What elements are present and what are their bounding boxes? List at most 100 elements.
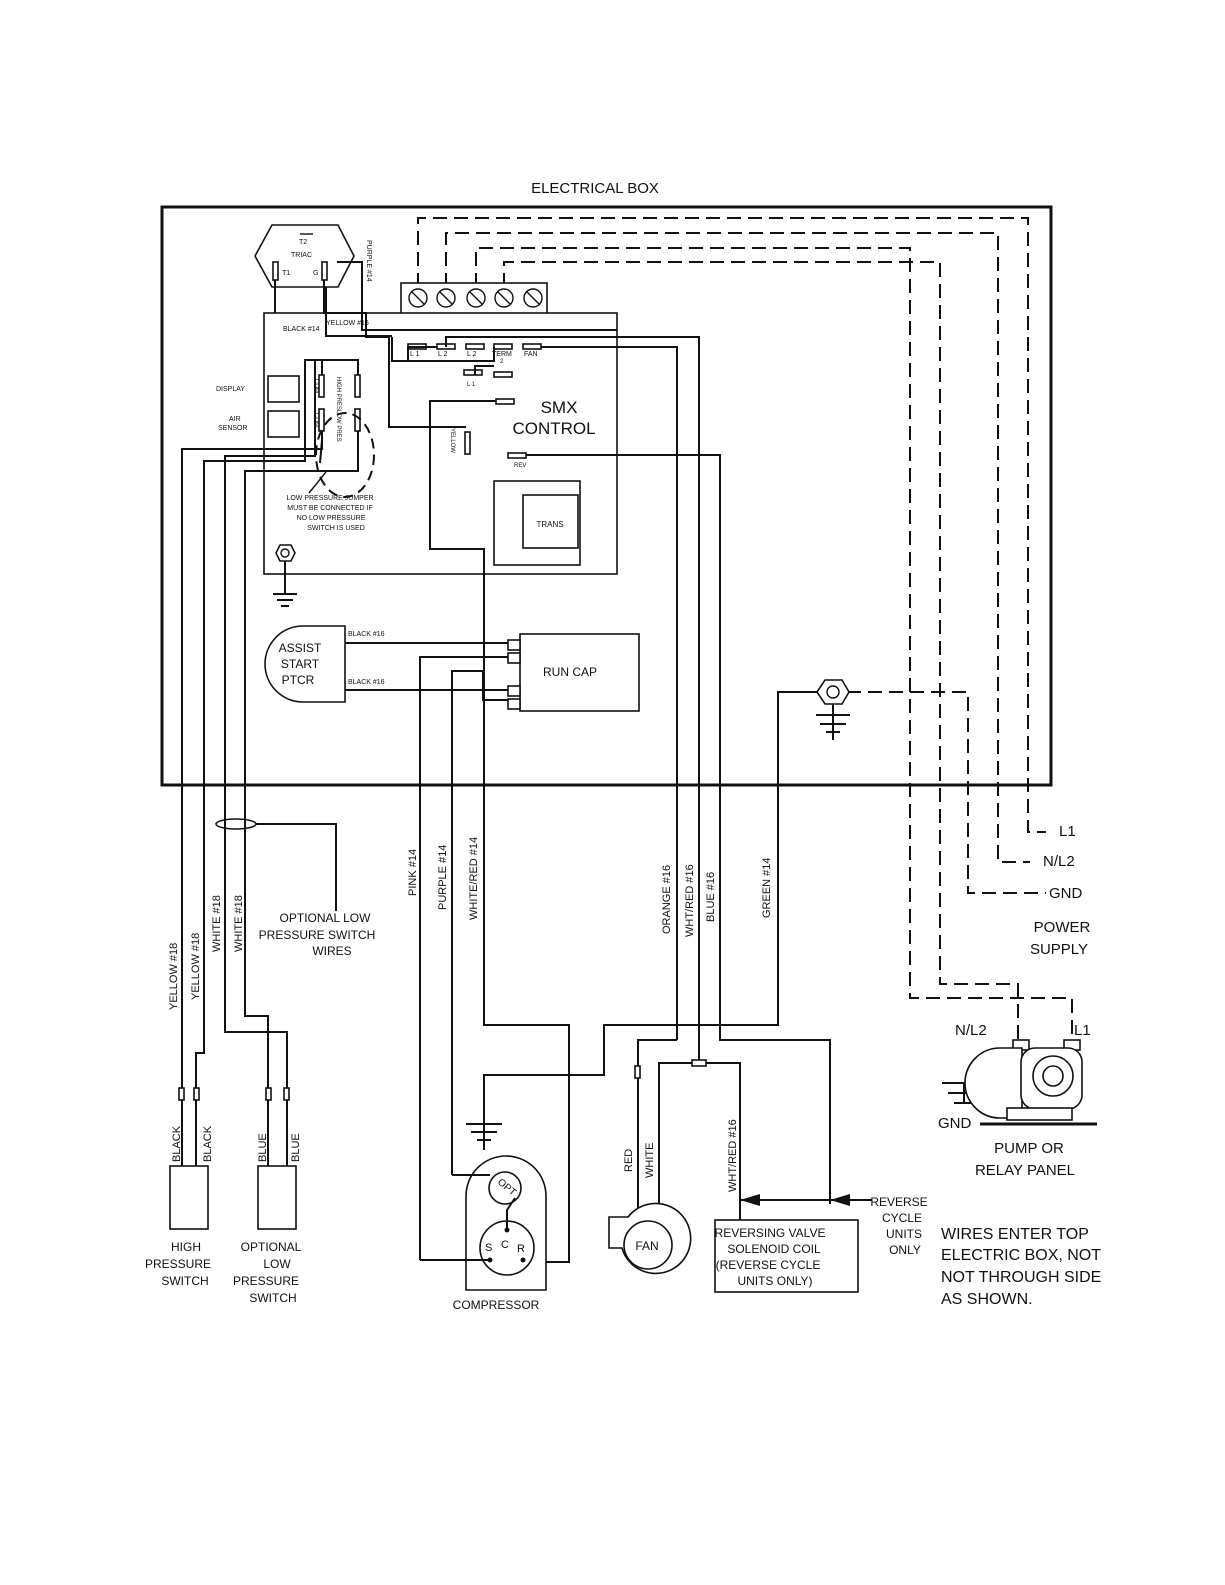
triac-t1-label: T1 xyxy=(282,270,290,277)
ps-nl2: N/L2 xyxy=(1043,853,1075,870)
wire-label-pink14: PINK #14 xyxy=(407,849,419,896)
ptcr-label-2: START xyxy=(281,657,320,671)
trans-label: TRANS xyxy=(536,520,563,529)
rc-note-3: UNITS xyxy=(886,1227,922,1241)
wire-label-yellow18-b: YELLOW #18 xyxy=(190,933,202,1000)
compressor: OPT S C R COMPRESSOR xyxy=(420,1118,547,1312)
rc-note-1: REVERSE xyxy=(870,1195,927,1209)
olps-label-1: OPTIONAL xyxy=(241,1240,302,1254)
ps-label-1: POWER xyxy=(1034,919,1091,936)
rv-label-3: (REVERSE CYCLE xyxy=(716,1258,821,1272)
jumper-note-1: LOW PRESSURE JUMPER xyxy=(286,495,373,502)
pump-label-2: RELAY PANEL xyxy=(975,1162,1075,1179)
rev-label: REV xyxy=(514,463,526,469)
pump-l1: L1 xyxy=(1074,1022,1091,1039)
board-conn-term: TERM xyxy=(492,351,512,358)
wire-label-yellow-g: YELLOW xyxy=(449,428,455,453)
rv-label-2: SOLENOID COIL xyxy=(727,1242,821,1256)
pressure-switches: BLACK BLACK BLUE BLUE HIGH PRESSURE SWIT… xyxy=(145,1087,302,1305)
optional-low-wires-2: PRESSURE SWITCH xyxy=(259,928,376,942)
wire-label-blue-b: BLUE xyxy=(290,1133,302,1162)
optional-low-pressure-switch xyxy=(257,1165,297,1230)
rv-label-4: UNITS ONLY) xyxy=(737,1274,812,1288)
wire-label-black16-bottom: BLACK #16 xyxy=(348,679,385,686)
diagram-title: ELECTRICAL BOX xyxy=(531,180,659,197)
ps-gnd: GND xyxy=(1049,885,1083,902)
wire-label-green14: GREEN #14 xyxy=(761,857,773,918)
ptcr-label-1: ASSIST xyxy=(279,641,322,655)
electrical-box xyxy=(160,205,1053,787)
high-pressure-switch xyxy=(169,1165,209,1230)
board-conn-term-sub: 2 xyxy=(500,359,504,365)
ptcr-and-runcap: ASSIST START PTCR BLACK #16 BLACK #16 RU… xyxy=(264,625,640,1260)
wire-label-white: WHITE xyxy=(644,1143,656,1178)
jumper-note-2: MUST BE CONNECTED IF xyxy=(287,505,372,512)
board-conn-fan: FAN xyxy=(524,351,538,358)
fan-label: FAN xyxy=(635,1239,658,1253)
board-conn-l2b: L 2 xyxy=(467,351,477,358)
fan-motor: RED WHITE WHT/RED #16 FAN xyxy=(608,1039,741,1275)
note-line-4: AS SHOWN. xyxy=(941,1291,1033,1308)
ps-label-2: SUPPLY xyxy=(1030,941,1088,958)
transformer-inner xyxy=(522,494,579,549)
air-sensor-connector xyxy=(267,410,300,438)
wire-label-yellow16: YELLOW #16 xyxy=(326,320,369,327)
air-sensor-label-2: SENSOR xyxy=(218,425,248,432)
note-line-3: NOT THROUGH SIDE xyxy=(941,1269,1101,1286)
run-cap xyxy=(519,633,640,712)
power-supply: L1 N/L2 GND POWER SUPPLY xyxy=(1030,823,1091,958)
triac-t2-label: T2 xyxy=(299,239,307,246)
smx-control-board: BLACK #14 YELLOW #16 L 1 L 2 L 2 TERM 2 … xyxy=(216,312,618,607)
wire-label-orange16: ORANGE #16 xyxy=(661,865,673,934)
internal-wires xyxy=(181,261,831,1263)
optional-low-wires-1: OPTIONAL LOW xyxy=(280,911,372,925)
rc-note-4: ONLY xyxy=(889,1243,921,1257)
wire-label-black16-top: BLACK #16 xyxy=(348,631,385,638)
triac: T2 TRIAC T1 G xyxy=(254,224,355,288)
terminal-r: R xyxy=(517,1243,525,1255)
pump-gnd: GND xyxy=(938,1115,972,1132)
rv-label-1: REVERSING VALVE xyxy=(715,1226,826,1240)
display-label: DISPLAY xyxy=(216,386,245,393)
rc-note-2: CYCLE xyxy=(882,1211,922,1225)
jumper-note-3: NO LOW PRESSURE xyxy=(297,515,366,522)
triac-name: TRIAC xyxy=(291,252,312,259)
compressor-label: COMPRESSOR xyxy=(453,1298,540,1312)
hps-label-1: HIGH xyxy=(171,1240,201,1254)
wire-label-black-b: BLACK xyxy=(202,1125,214,1162)
wire-label-whitered14: WHITE/RED #14 xyxy=(468,837,480,920)
outside-wire-labels: YELLOW #18 YELLOW #18 WHITE #18 WHITE #1… xyxy=(168,837,773,1010)
ps-l1: L1 xyxy=(1059,823,1076,840)
olps-label-4: SWITCH xyxy=(249,1291,296,1305)
ptcr-label-3: PTCR xyxy=(282,673,315,687)
wire-label-white18-a: WHITE #18 xyxy=(211,895,223,952)
hps-label-2: PRESSURE xyxy=(145,1257,211,1271)
jumper-note-4: SWITCH IS USED xyxy=(307,525,365,532)
run-cap-label: RUN CAP xyxy=(543,665,597,679)
board-conn-l2a: L 2 xyxy=(438,351,448,358)
board-title-line2: CONTROL xyxy=(512,419,595,438)
wire-label-blue16: BLUE #16 xyxy=(705,872,717,922)
wire-label-purple14-b: PURPLE #14 xyxy=(437,845,449,910)
low-pres-label: LOW PRES xyxy=(335,410,341,442)
pump-nl2: N/L2 xyxy=(955,1022,987,1039)
wire-label-black14: BLACK #14 xyxy=(283,326,320,333)
wire-label-purple14-top: PURPLE #14 xyxy=(365,240,372,282)
olps-label-3: PRESSURE xyxy=(233,1274,299,1288)
board-title-line1: SMX xyxy=(541,398,578,417)
high-pres-label: HIGH PRES xyxy=(335,377,341,410)
optional-low-wires-3: WIRES xyxy=(312,944,351,958)
wire-label-blue-a: BLUE xyxy=(257,1133,269,1162)
triac-g-label: G xyxy=(313,270,318,277)
pump: N/L2 L1 GND PUMP OR RELAY PANEL xyxy=(938,1022,1097,1179)
pump-label-1: PUMP OR xyxy=(994,1140,1064,1157)
dashed-power-wires xyxy=(417,217,1073,1040)
box-ground-lug xyxy=(483,679,850,1118)
reversing-valve: REVERSING VALVE SOLENOID COIL (REVERSE C… xyxy=(714,1194,928,1293)
note-line-1: WIRES ENTER TOP xyxy=(941,1226,1089,1243)
olps-label-2: LOW xyxy=(263,1257,291,1271)
board-conn-l1: L 1 xyxy=(410,351,420,358)
air-sensor-label-1: AIR xyxy=(229,416,241,423)
board-conn-l1b: L 1 xyxy=(467,382,476,388)
